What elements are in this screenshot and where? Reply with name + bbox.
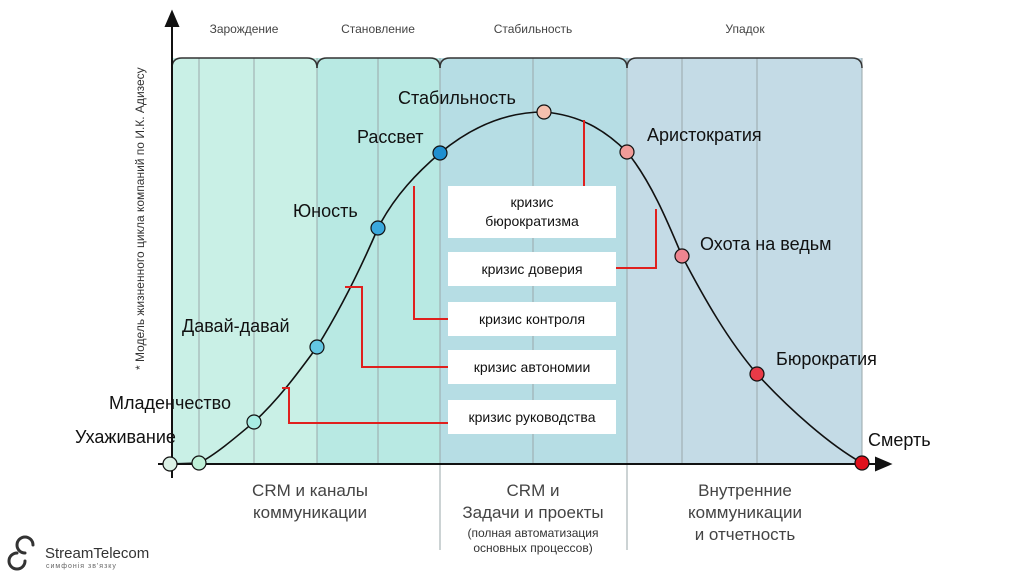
point-go-go bbox=[309, 339, 325, 355]
point-prime bbox=[432, 145, 448, 161]
crisis-box-autonomy: кризис автономии bbox=[448, 350, 616, 384]
point-death bbox=[854, 455, 870, 471]
bottom-right-line2: коммуникации bbox=[688, 503, 802, 522]
connector-leadership bbox=[282, 387, 448, 424]
bottom-dividers bbox=[439, 464, 628, 550]
crisis-trust-label: кризис доверия bbox=[481, 261, 582, 277]
bottom-mid-line1: CRM и bbox=[507, 481, 560, 500]
point-infancy bbox=[246, 414, 262, 430]
stage-label-death: Смерть bbox=[868, 430, 931, 450]
bottom-right-line3: и отчетность bbox=[695, 525, 796, 544]
phase-label-decline: Упадок bbox=[725, 22, 765, 36]
stage-label-stability: Стабильность bbox=[398, 88, 516, 108]
point-bureaucracy bbox=[749, 366, 765, 382]
crisis-bureaucratism-line2: бюрократизма bbox=[485, 213, 579, 229]
crisis-control-label: кризис контроля bbox=[479, 311, 585, 327]
phase-brackets bbox=[171, 57, 863, 69]
connector-control bbox=[413, 186, 448, 320]
bottom-mid-line2: Задачи и проекты bbox=[462, 503, 603, 522]
logo-s-icon bbox=[7, 535, 35, 571]
y-axis-label: * Модель жизненного цикла компаний по И.… bbox=[133, 67, 147, 370]
phase-birth-area bbox=[172, 58, 317, 464]
logo-name: StreamTelecom bbox=[45, 545, 149, 562]
stage-label-bureaucracy: Бюрократия bbox=[776, 349, 877, 369]
crisis-box-leadership: кризис руководства bbox=[448, 400, 616, 434]
point-witch-hunt bbox=[674, 248, 690, 264]
stage-points bbox=[162, 104, 870, 472]
bottom-left-line1: CRM и каналы bbox=[252, 481, 368, 500]
phase-label-birth: Зарождение bbox=[210, 22, 279, 36]
axes bbox=[158, 9, 893, 478]
bottom-left-line2: коммуникации bbox=[253, 503, 367, 522]
stage-label-infancy: Младенчество bbox=[109, 393, 231, 413]
stage-label-go-go: Давай-давай bbox=[182, 316, 290, 336]
connector-autonomy bbox=[345, 286, 448, 368]
bottom-mid-note1: (полная автоматизация bbox=[468, 526, 599, 540]
streamtelecom-logo: StreamTelecom симфонія зв'язку bbox=[7, 535, 149, 571]
bottom-mid-note2: основных процессов) bbox=[473, 541, 592, 555]
stage-label-prime: Рассвет bbox=[357, 127, 423, 147]
stage-label-aristocracy: Аристократия bbox=[647, 125, 762, 145]
crisis-box-control: кризис контроля bbox=[448, 302, 616, 336]
phase-label-stability: Стабильность bbox=[494, 22, 573, 36]
point-stability bbox=[536, 104, 552, 120]
point-aristocracy bbox=[619, 144, 635, 160]
logo-tagline: симфонія зв'язку bbox=[46, 562, 117, 570]
crisis-leadership-label: кризис руководства bbox=[469, 409, 596, 425]
crisis-box-trust: кризис доверия bbox=[448, 252, 616, 286]
crisis-connectors bbox=[282, 120, 657, 424]
crisis-box-bureaucratism: кризис бюрократизма bbox=[448, 186, 616, 238]
crisis-bureaucratism-line1: кризис bbox=[511, 194, 554, 210]
bottom-right-line1: Внутренние bbox=[698, 481, 792, 500]
stage-label-courtship: Ухаживание bbox=[75, 427, 176, 447]
point-courtship-2 bbox=[191, 455, 207, 471]
connector-trust bbox=[616, 209, 657, 269]
phase-decline-area bbox=[627, 58, 862, 464]
phase-label-growth: Становление bbox=[341, 22, 415, 36]
point-adolescence bbox=[370, 220, 386, 236]
point-courtship bbox=[162, 456, 178, 472]
stage-label-adolescence: Юность bbox=[293, 201, 358, 221]
lifecycle-curve bbox=[167, 111, 863, 465]
crisis-autonomy-label: кризис автономии bbox=[474, 359, 591, 375]
stage-label-witch-hunt: Охота на ведьм bbox=[700, 234, 831, 254]
